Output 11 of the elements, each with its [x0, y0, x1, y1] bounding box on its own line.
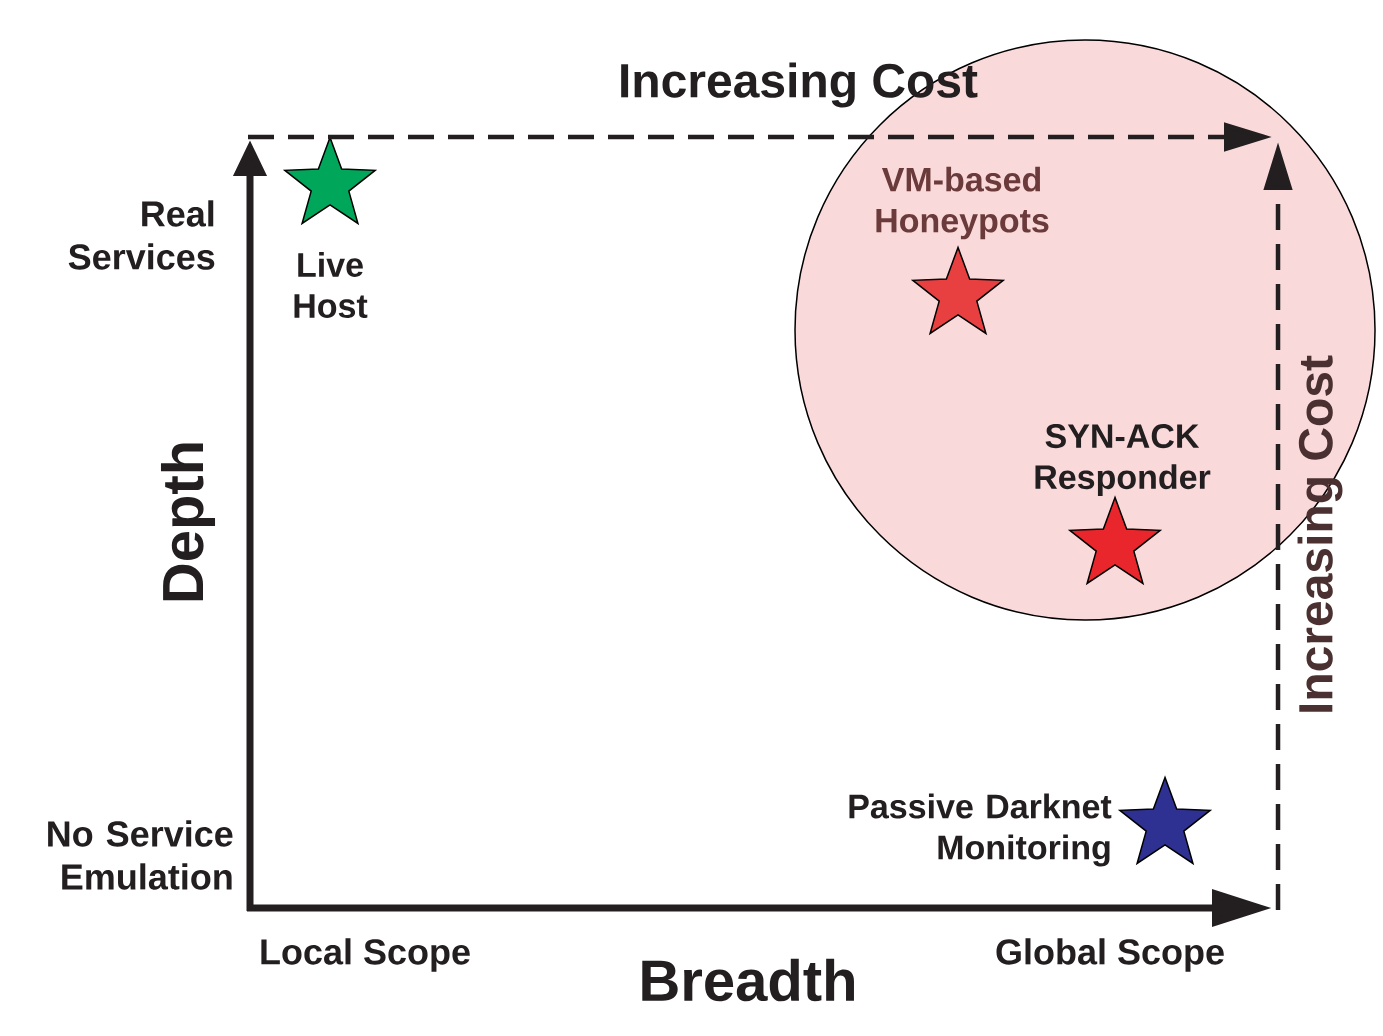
axis-label: Real Services	[68, 200, 215, 270]
star-label: SYN-ACK Responder	[1035, 424, 1211, 496]
axis-label: Local Scope	[261, 938, 470, 972]
axis-title: Increasing Cost	[1297, 355, 1343, 712]
star-label: Live Host	[294, 252, 368, 318]
axis-title: Depth	[160, 443, 216, 601]
axis-label: No Service Emulation	[48, 820, 233, 890]
axis-label: Global Scope	[996, 938, 1224, 972]
axis-title: Breadth	[642, 958, 854, 1002]
star-label: Passive Darknet Monitoring	[849, 793, 1112, 867]
star-label: VM-based Honeypots	[876, 166, 1049, 240]
